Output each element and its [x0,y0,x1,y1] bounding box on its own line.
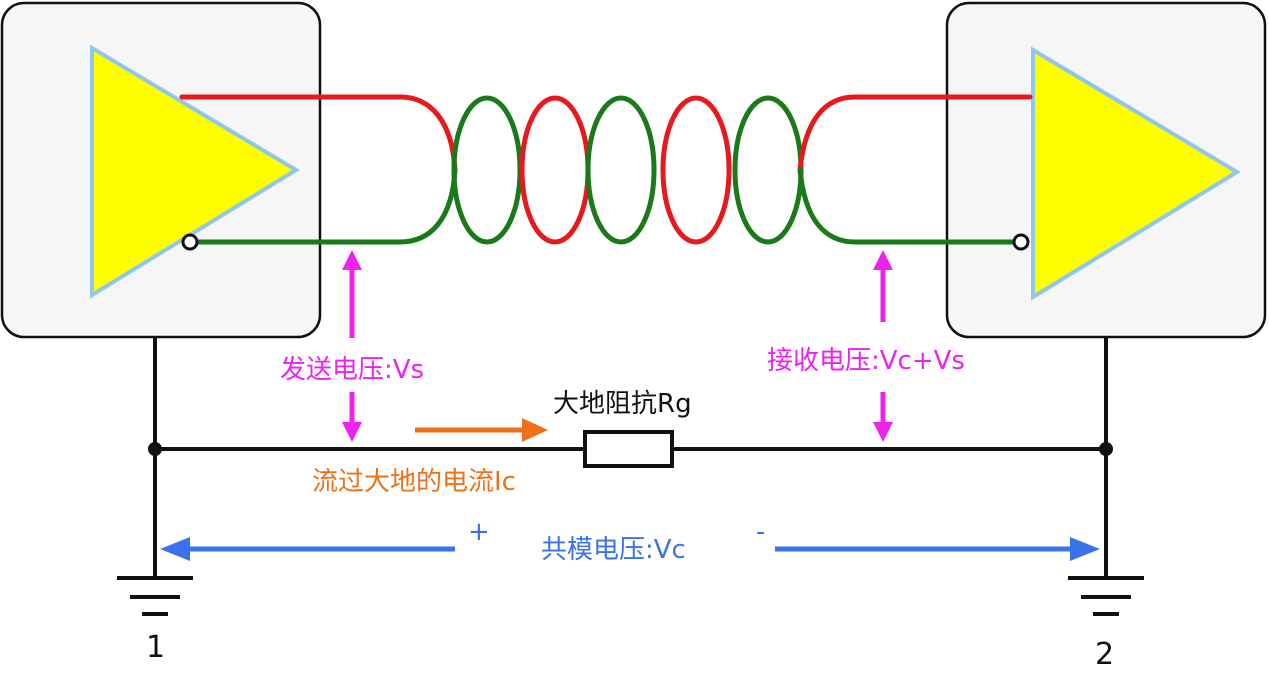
ground-symbol-left-icon [117,576,193,616]
red-wire-right [797,94,1033,173]
junction-left-icon [148,442,162,456]
transmitter-amplifier-icon [90,44,300,299]
ground-current-label: 流过大地的电流Ic [312,467,516,497]
transmitter-inverting-node-icon [181,233,199,251]
coil-green-2 [585,95,657,245]
ground-current-arrow [415,418,548,442]
twisted-pair-cable [179,94,1033,245]
minus-sign-label: - [756,517,765,547]
ground-symbol-right-icon [1068,576,1144,616]
common-mode-voltage-label: 共模电压:Vc [541,535,686,565]
ground-resistor-icon [583,430,674,468]
receiver-inverting-node-icon [1012,233,1030,251]
coil-red-1 [519,95,591,245]
ground-1-label: 1 [146,630,165,665]
coil-red-2 [660,95,732,245]
ground-impedance-label: 大地阻抗Rg [553,389,692,419]
ground-wiring [153,337,1108,578]
common-mode-arrow-right [775,537,1100,561]
junction-right-icon [1099,442,1113,456]
receive-voltage-arrows [873,250,893,442]
receive-voltage-label: 接收电压:Vc+Vs [767,346,965,376]
coil-green-1 [451,95,523,245]
send-voltage-label: 发送电压:Vs [280,355,424,385]
green-wire-right [797,167,1018,245]
common-mode-arrow-left [160,537,455,561]
receiver-amplifier-icon [1031,46,1241,301]
ground-2-label: 2 [1095,637,1114,672]
send-voltage-arrows [342,250,362,442]
plus-sign-label: + [468,517,490,547]
coil-green-3 [732,95,804,245]
